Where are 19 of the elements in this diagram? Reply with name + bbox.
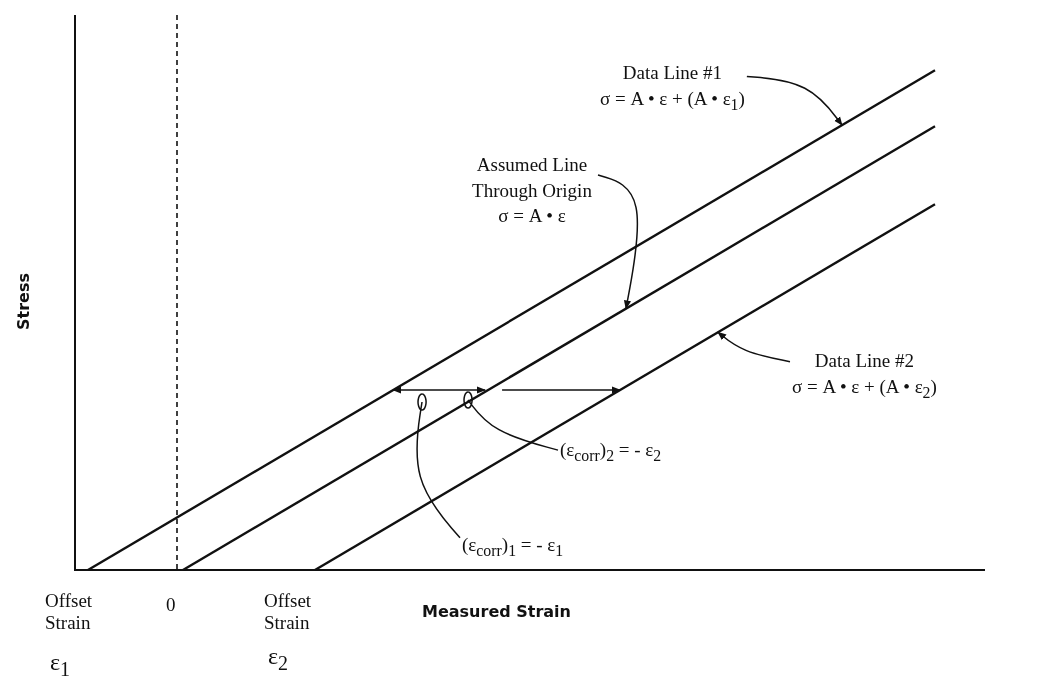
equation: σ = A • ε + (A • ε$_{1}$) (600, 86, 745, 115)
leader-line (597, 174, 639, 310)
equation: (ε$_{corr}$)$_{2}$ = - ε$_{2}$ (560, 438, 662, 466)
axis-title: Measured Strain (422, 602, 571, 622)
axis-label: ε$_{1}$ (50, 648, 71, 681)
axis-label: Offset Strain (264, 590, 313, 634)
equation: σ = A • ε (497, 204, 567, 229)
line-name: Data Line #1 (621, 61, 723, 85)
equation: σ = A • ε + (A • ε$_{2}$) (792, 374, 937, 403)
leader-line (746, 75, 843, 126)
axis-title: Stress (14, 273, 34, 330)
leader-line (416, 393, 461, 539)
line-name: Data Line #2 (813, 349, 915, 373)
leader-line (717, 331, 791, 363)
axis-label: ε$_{2}$ (268, 642, 289, 675)
leader-line (463, 391, 559, 451)
equation: (ε$_{corr}$)$_{1}$ = - ε$_{1}$ (462, 533, 564, 561)
axis-label: Offset Strain (45, 590, 94, 634)
tick-label: 0 (166, 594, 176, 617)
